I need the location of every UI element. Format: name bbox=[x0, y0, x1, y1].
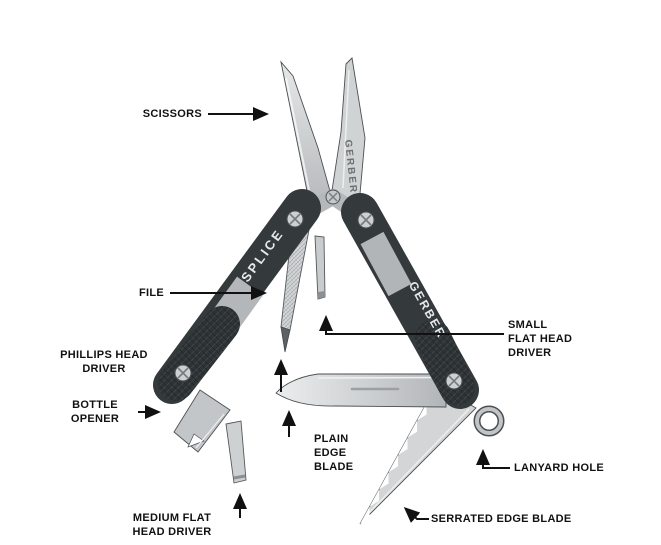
scissors: GERBER bbox=[280, 57, 366, 221]
lanyard-hole-ring bbox=[473, 405, 505, 437]
label-medium-flat-head-driver: MEDIUM FLAT HEAD DRIVER bbox=[132, 512, 212, 538]
label-small-flat-head-driver: SMALL FLAT HEAD DRIVER bbox=[508, 319, 573, 359]
scissor-blade-left bbox=[280, 60, 334, 203]
label-plain-edge-blade: PLAIN EDGE BLADE bbox=[314, 433, 354, 473]
phillips-head-driver-tip bbox=[280, 326, 291, 353]
plain-edge-blade bbox=[275, 373, 447, 408]
label-phillips-head-driver: PHILLIPS HEAD DRIVER bbox=[60, 349, 148, 375]
lanyard-arrow bbox=[476, 449, 510, 469]
small-driver-arrow bbox=[319, 315, 504, 335]
label-serrated-edge-blade: SERRATED EDGE BLADE bbox=[431, 513, 572, 525]
left-handle-screw-bottom bbox=[174, 364, 192, 382]
label-scissors: SCISSORS bbox=[142, 108, 202, 120]
right-handle: GERBER bbox=[341, 193, 479, 409]
medium-flat-head-driver bbox=[225, 420, 247, 484]
pivot-screw bbox=[325, 189, 341, 205]
bottle-opener bbox=[173, 389, 231, 453]
label-bottle-opener: BOTTLE OPENER bbox=[70, 399, 120, 425]
left-handle: SPLICE bbox=[153, 189, 321, 404]
callout-arrows bbox=[138, 107, 510, 523]
right-handle-screw-bottom bbox=[445, 372, 463, 390]
label-file: FILE bbox=[138, 287, 164, 299]
serrated-arrow bbox=[403, 506, 429, 523]
left-handle-screw-top bbox=[286, 210, 304, 228]
label-lanyard-hole: LANYARD HOLE bbox=[514, 462, 604, 474]
right-handle-screw-top bbox=[357, 211, 375, 229]
small-flat-head-driver bbox=[314, 235, 326, 300]
